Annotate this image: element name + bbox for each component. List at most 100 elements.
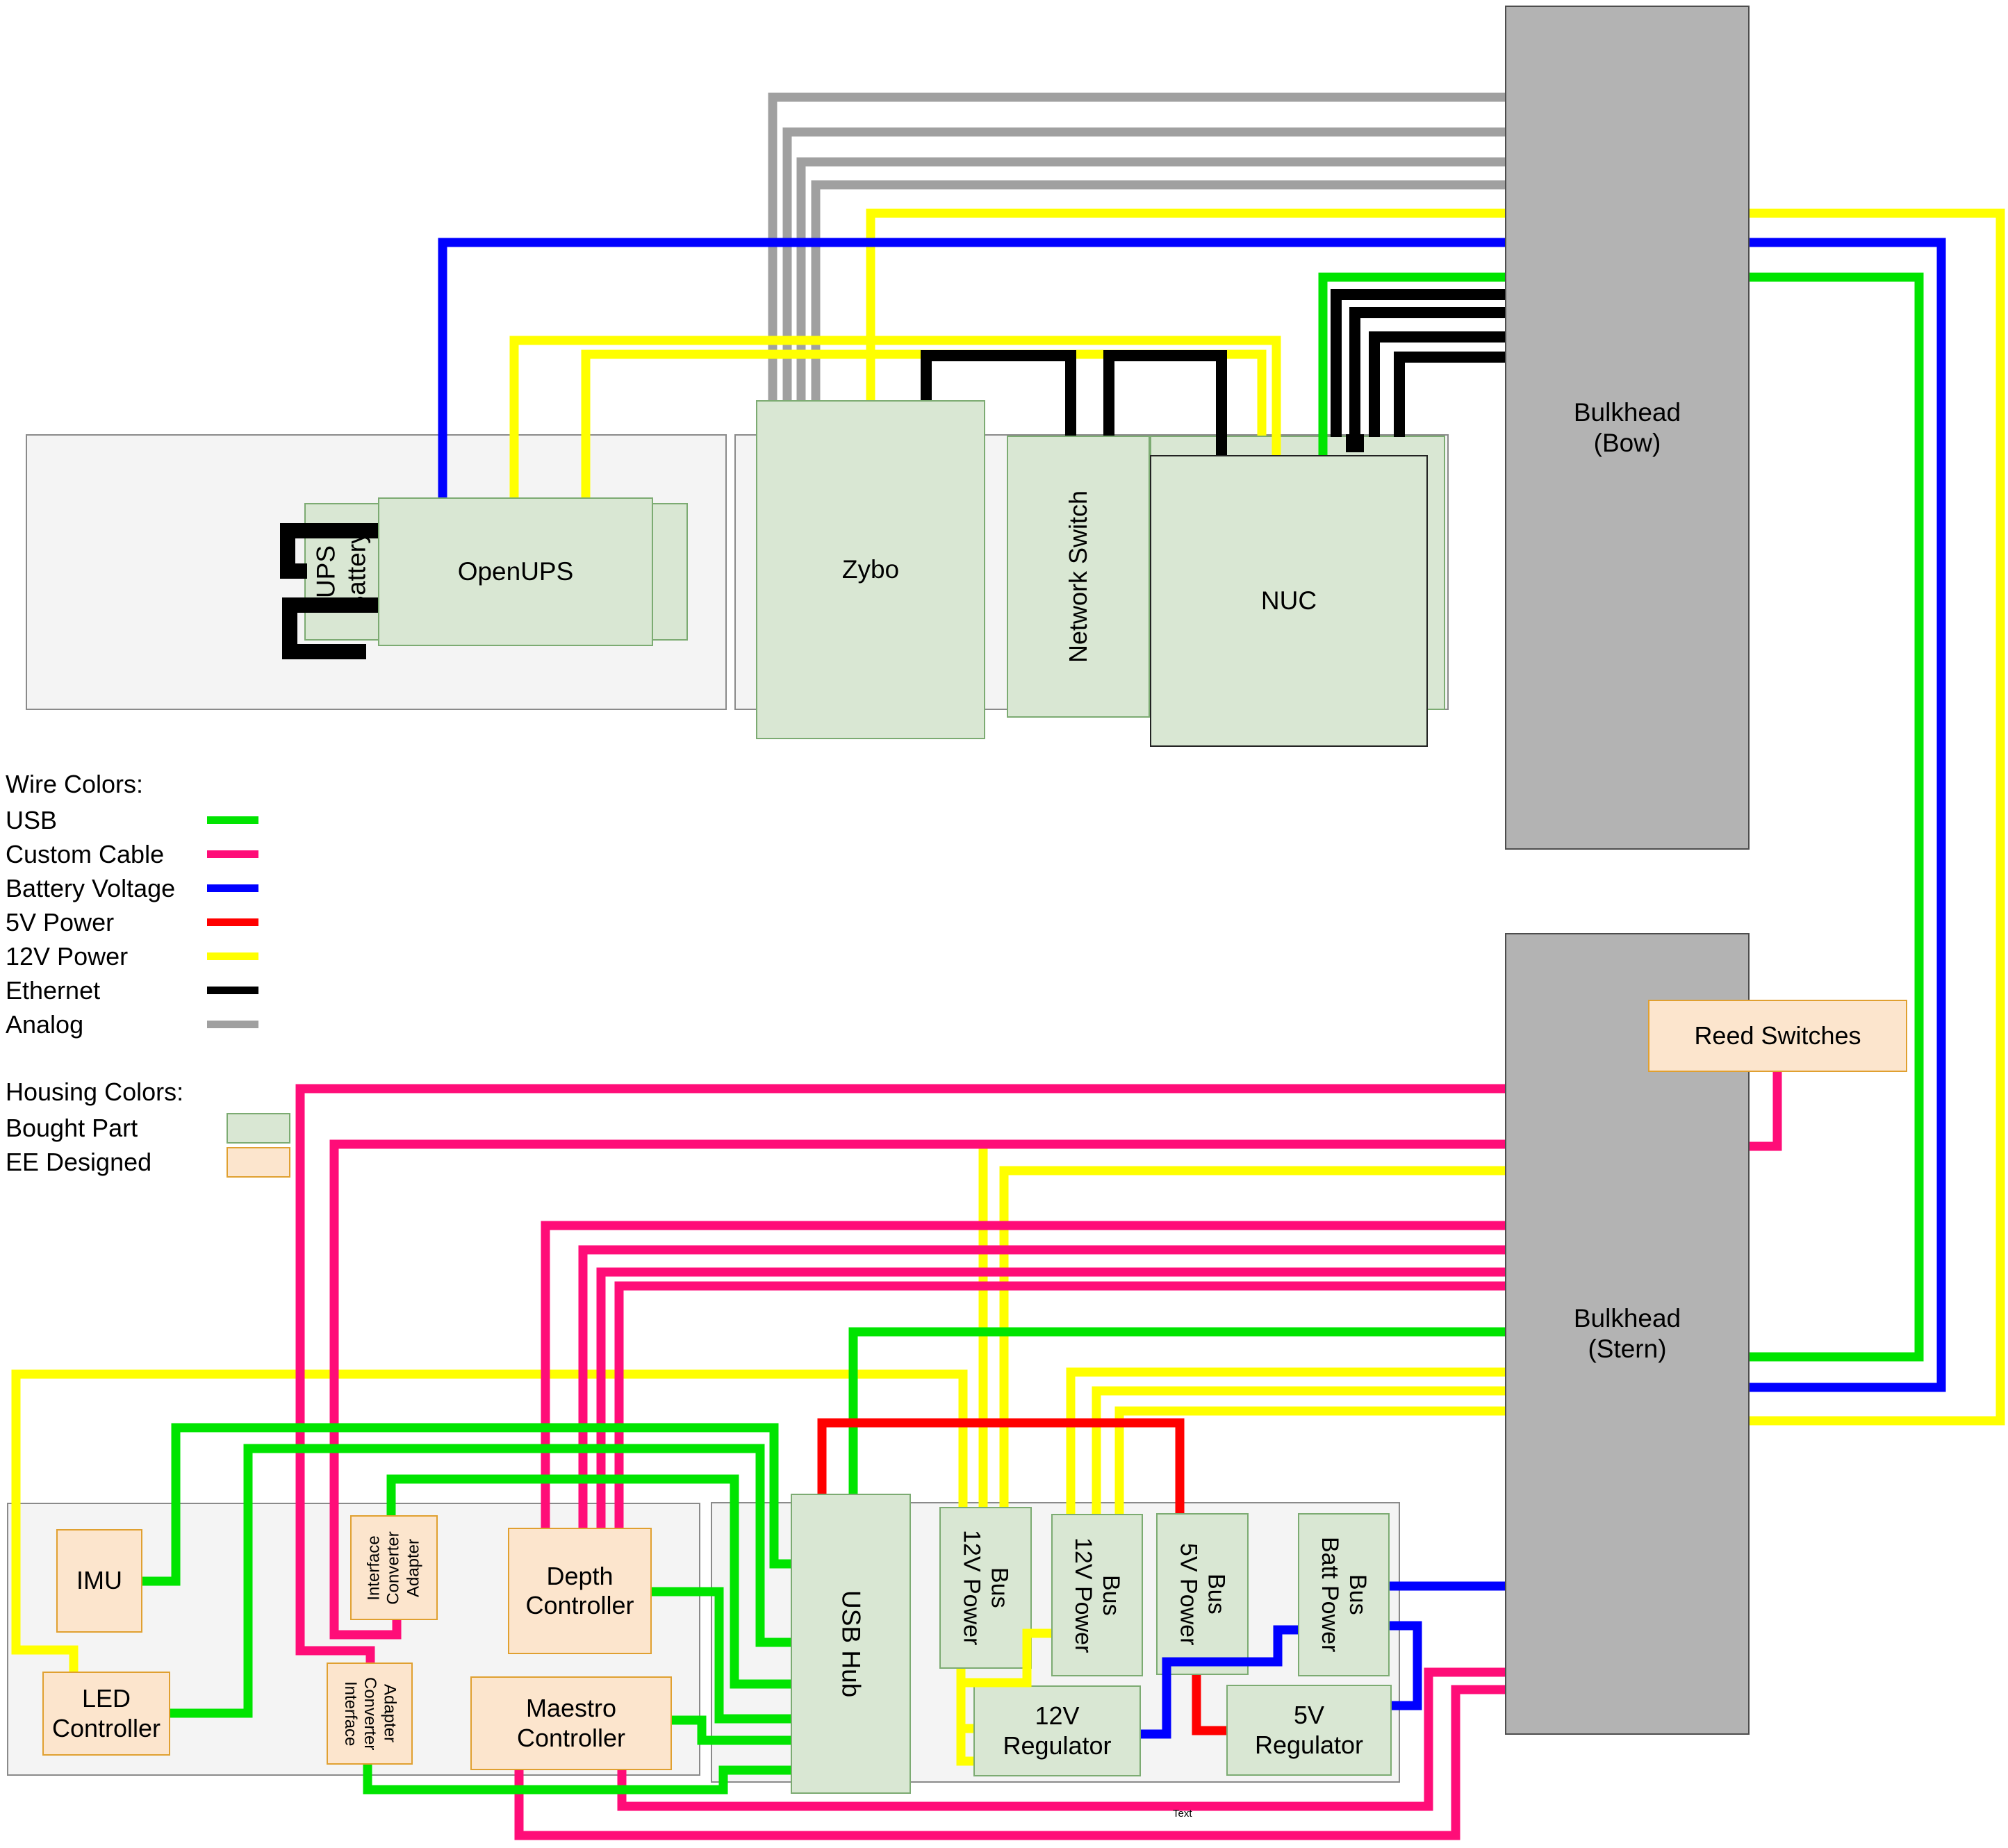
label-usb-hub: USB Hub: [837, 1590, 866, 1698]
box-reed-switches: Reed Switches: [1648, 1000, 1907, 1072]
label-bulkhead-bow: Bulkhead (Bow): [1573, 397, 1681, 457]
housing-colors-title: Housing Colors:: [6, 1078, 184, 1106]
label-imu: IMU: [76, 1566, 122, 1595]
legend-label-analog: Analog: [6, 1009, 84, 1039]
legend-row-custom_cable: Custom Cable: [6, 837, 290, 871]
wire-eth-bulkhead-2: [1349, 307, 1509, 437]
box-nuc: NUC: [1150, 455, 1428, 747]
wire-12v-openups-nuc-1: [509, 336, 1281, 497]
node-ethernet-terminal: [1346, 434, 1364, 452]
wire-eth-bulkhead-1: [1331, 289, 1509, 437]
box-bus-batt: Batt Power Bus: [1298, 1513, 1390, 1676]
wire-eth-switch-nuc: [1103, 350, 1227, 455]
legend-row-power_12v: 12V Power: [6, 939, 290, 973]
legend-label-power_5v: 5V Power: [6, 907, 115, 937]
housing-legend: Housing Colors: Bought Part EE Designed: [6, 1078, 290, 1179]
wire-usb-imu-hub: [142, 1423, 791, 1586]
wire-usb-maestro-hub: [672, 1715, 791, 1745]
label-bus-12v-1: 12V Power Bus: [958, 1530, 1013, 1646]
label-reg-5v: 5V Regulator: [1254, 1701, 1364, 1759]
legend-row-battery_voltage: Battery Voltage: [6, 871, 290, 905]
wire-usb-nuc-main: [1318, 272, 1924, 1362]
wire-eth-zybo-switch: [921, 350, 1076, 436]
wire-pink-maestro-a: [617, 1667, 1509, 1811]
wire-battery-cable-1: [280, 523, 378, 579]
wire-pink-depth-3: [596, 1267, 1509, 1528]
wire-12v-zybo-main: [866, 208, 2005, 1426]
label-reed-switches: Reed Switches: [1694, 1021, 1861, 1050]
label-depth-controller: Depth Controller: [525, 1561, 634, 1619]
wire-pink-reed: [1743, 1072, 1782, 1151]
legend-label-ethernet: Ethernet: [6, 975, 101, 1005]
wire-battery-cable-2: [282, 597, 378, 659]
label-reg-12v: 12V Regulator: [1003, 1701, 1112, 1760]
label-maestro-controller: Maestro Controller: [516, 1694, 626, 1752]
box-reg-5v: 5V Regulator: [1226, 1685, 1392, 1776]
wire-analog-zybo-2: [782, 127, 1509, 400]
box-ica-2: Interface Converter Adapter: [327, 1663, 413, 1765]
wire-usb-depth-hub: [652, 1587, 791, 1724]
label-bus-batt: Batt Power Bus: [1317, 1537, 1372, 1653]
wire-analog-zybo-3: [796, 157, 1509, 400]
legend-row-usb: USB: [6, 803, 290, 837]
legend-label-bought: Bought Part: [6, 1113, 138, 1142]
wire-eth-bulkhead-4: [1394, 352, 1509, 437]
text-annotation: Text: [1173, 1808, 1192, 1820]
label-bulkhead-stern: Bulkhead (Stern): [1573, 1304, 1681, 1363]
wire-12v-bus1-regulator-a: [956, 1683, 973, 1766]
wire-analog-zybo-1: [768, 92, 1509, 400]
legend-swatch-battery_voltage: [207, 884, 258, 892]
label-openups: OpenUPS: [457, 557, 574, 586]
legend-label-battery_voltage: Battery Voltage: [6, 873, 176, 902]
box-ica-1: [350, 1515, 438, 1620]
label-bus-12v-2: 12V Power Bus: [1070, 1537, 1125, 1653]
wire-12v-bus2-bulkhead-2: [1092, 1386, 1509, 1514]
legend-swatch-bought: [227, 1112, 290, 1144]
legend-swatch-power_12v: [207, 952, 258, 960]
wire-analog-zybo-4: [811, 180, 1509, 400]
legend-label-usb: USB: [6, 805, 58, 834]
legend-label-power_12v: 12V Power: [6, 941, 129, 971]
legend-swatch-custom_cable: [207, 850, 258, 858]
box-network-switch: [1007, 436, 1150, 718]
legend-label-custom_cable: Custom Cable: [6, 839, 165, 868]
box-zybo: Zybo: [756, 400, 985, 739]
label-zybo: Zybo: [841, 555, 900, 584]
box-bus-12v-2: 12V Power Bus: [1051, 1514, 1143, 1676]
wire-pink-ica1-bulkhead: [329, 1139, 1509, 1640]
wire-usb-led-hub: [170, 1444, 791, 1718]
box-maestro-controller: Maestro Controller: [470, 1676, 672, 1770]
wire-5v-bus-regulator: [1192, 1675, 1226, 1735]
legend-swatch-analog: [207, 1021, 258, 1028]
legend-row-ethernet: Ethernet: [6, 973, 290, 1007]
wire-batt-openups-main: [438, 238, 1946, 1392]
box-imu: IMU: [56, 1529, 142, 1633]
wire-12v-bus2-bulkhead-3: [1114, 1406, 1509, 1514]
wire-5v-bus-hub: [817, 1418, 1185, 1513]
box-usb-hub: USB Hub: [791, 1494, 911, 1794]
legend-label-ee: EE Designed: [6, 1147, 152, 1176]
legend-row-bought: Bought Part: [6, 1111, 290, 1145]
legend-swatch-ee: [227, 1146, 290, 1178]
label-bus-5v: 5V Power Bus: [1175, 1542, 1230, 1646]
wire-batt-battbus-reg5v: [1390, 1621, 1422, 1710]
legend-swatch-usb: [207, 816, 258, 824]
wire-12v-led-bus1: [11, 1369, 968, 1672]
wire-usb-hub-bulkhead: [848, 1327, 1509, 1494]
wire-12v-bus2-bulkhead-1: [1066, 1367, 1509, 1514]
wire-pink-depth-2: [578, 1245, 1509, 1528]
wire-usb-ica2-hub: [363, 1765, 791, 1795]
wire-batt-reg12v-battbus: [1141, 1625, 1298, 1739]
label-nuc: NUC: [1260, 586, 1317, 616]
box-led-controller: LED Controller: [42, 1672, 170, 1756]
box-bus-12v-1: 12V Power Bus: [939, 1507, 1032, 1669]
housing-legend-rows: Bought Part EE Designed: [6, 1111, 290, 1179]
legend-swatch-power_5v: [207, 918, 258, 926]
box-bulkhead-bow: Bulkhead (Bow): [1505, 6, 1750, 850]
label-led-controller: LED Controller: [51, 1684, 161, 1742]
